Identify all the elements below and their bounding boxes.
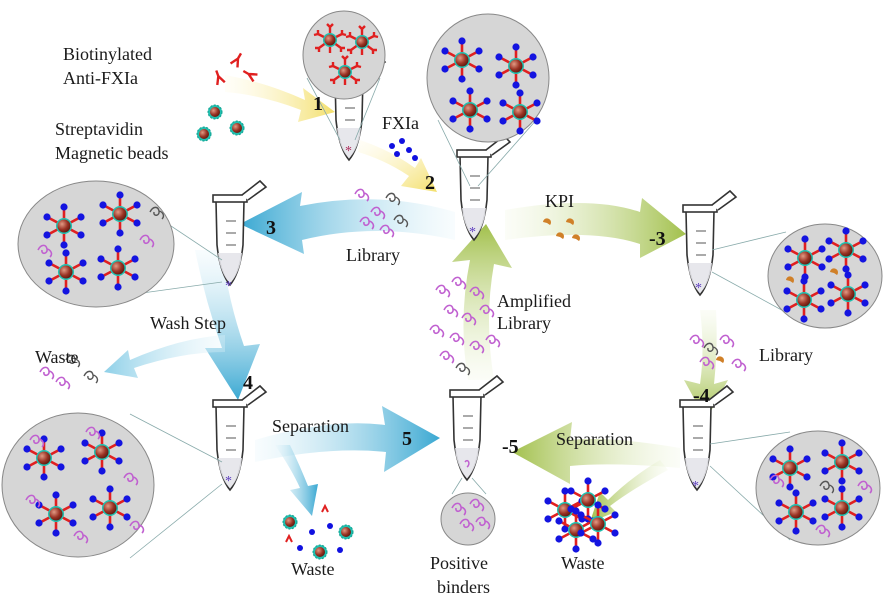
arrow-wash-branch bbox=[104, 335, 225, 378]
step-neg3: -3 bbox=[649, 228, 666, 250]
zoom-circle-bound-library-right bbox=[755, 430, 881, 546]
label-waste-right: Waste bbox=[561, 553, 605, 573]
svg-text:*: * bbox=[695, 281, 702, 296]
arrow-step-5 bbox=[255, 406, 440, 472]
free-antibodies bbox=[215, 52, 258, 86]
free-fxia bbox=[389, 138, 418, 161]
zoom-circle-fxia-beads bbox=[426, 13, 550, 143]
label-waste-bottom: Waste bbox=[291, 559, 335, 579]
label-positive: Positive bbox=[430, 553, 489, 573]
label-library-right: Library bbox=[759, 345, 813, 365]
zoom-circle-positive-binders bbox=[440, 492, 496, 546]
zoom-circle-library-binding bbox=[17, 180, 175, 308]
label-amplified-library: Library bbox=[497, 313, 551, 333]
arrow-step-1 bbox=[225, 75, 335, 122]
step-4: 4 bbox=[243, 372, 253, 394]
arrow-step-neg5 bbox=[512, 422, 680, 484]
tube-step-5 bbox=[449, 375, 504, 481]
tube-step-neg3 bbox=[682, 190, 737, 296]
label-waste-left: Waste bbox=[35, 347, 79, 367]
svg-text:*: * bbox=[225, 279, 232, 294]
tube1-marker: * bbox=[345, 144, 352, 159]
free-streptavidin-beads bbox=[196, 104, 245, 142]
step-5: 5 bbox=[402, 428, 412, 450]
label-biotinylated: Biotinylated bbox=[63, 44, 152, 64]
arrow-step-4 bbox=[195, 250, 260, 400]
tube-step-4 bbox=[212, 385, 267, 491]
label-library-left: Library bbox=[346, 245, 400, 265]
step-neg4: -4 bbox=[693, 385, 710, 407]
label-wash-step: Wash Step bbox=[150, 313, 227, 333]
free-library-right bbox=[689, 334, 747, 372]
label-binders: binders bbox=[437, 577, 490, 597]
step-3: 3 bbox=[266, 217, 276, 239]
arrow-separation-branch bbox=[275, 445, 318, 516]
label-anti-fxia: Anti-FXIa bbox=[63, 68, 138, 88]
zoom-circle-kpi-beads bbox=[767, 223, 883, 329]
step-1: 1 bbox=[313, 93, 323, 115]
svg-text:*: * bbox=[469, 225, 476, 240]
zoom-circle-antibody-beads bbox=[302, 10, 386, 100]
arrow-waste-branch bbox=[590, 460, 668, 522]
step-2: 2 bbox=[425, 172, 435, 194]
arrow-amplified-up bbox=[452, 224, 512, 380]
label-separation-left: Separation bbox=[272, 416, 349, 436]
svg-text:*: * bbox=[345, 144, 352, 159]
label-streptavidin: Streptavidin bbox=[55, 119, 143, 139]
label-separation-right: Separation bbox=[556, 429, 633, 449]
waste-bottom-molecules bbox=[282, 503, 354, 560]
label-kpi: KPI bbox=[545, 191, 575, 211]
label-fxia: FXIa bbox=[382, 113, 419, 133]
arrow-step-2 bbox=[358, 140, 437, 192]
svg-text:*: * bbox=[225, 474, 232, 489]
step-neg5: -5 bbox=[502, 436, 519, 458]
tube-step-2 bbox=[456, 135, 511, 241]
svg-text:*: * bbox=[692, 479, 699, 494]
label-magnetic-beads: Magnetic beads bbox=[55, 143, 169, 163]
arrow-step-3 bbox=[240, 192, 455, 254]
zoom-circle-bound-aptamers bbox=[1, 412, 155, 558]
arrow-step-neg3 bbox=[505, 198, 686, 258]
label-amplified: Amplified bbox=[497, 291, 571, 311]
